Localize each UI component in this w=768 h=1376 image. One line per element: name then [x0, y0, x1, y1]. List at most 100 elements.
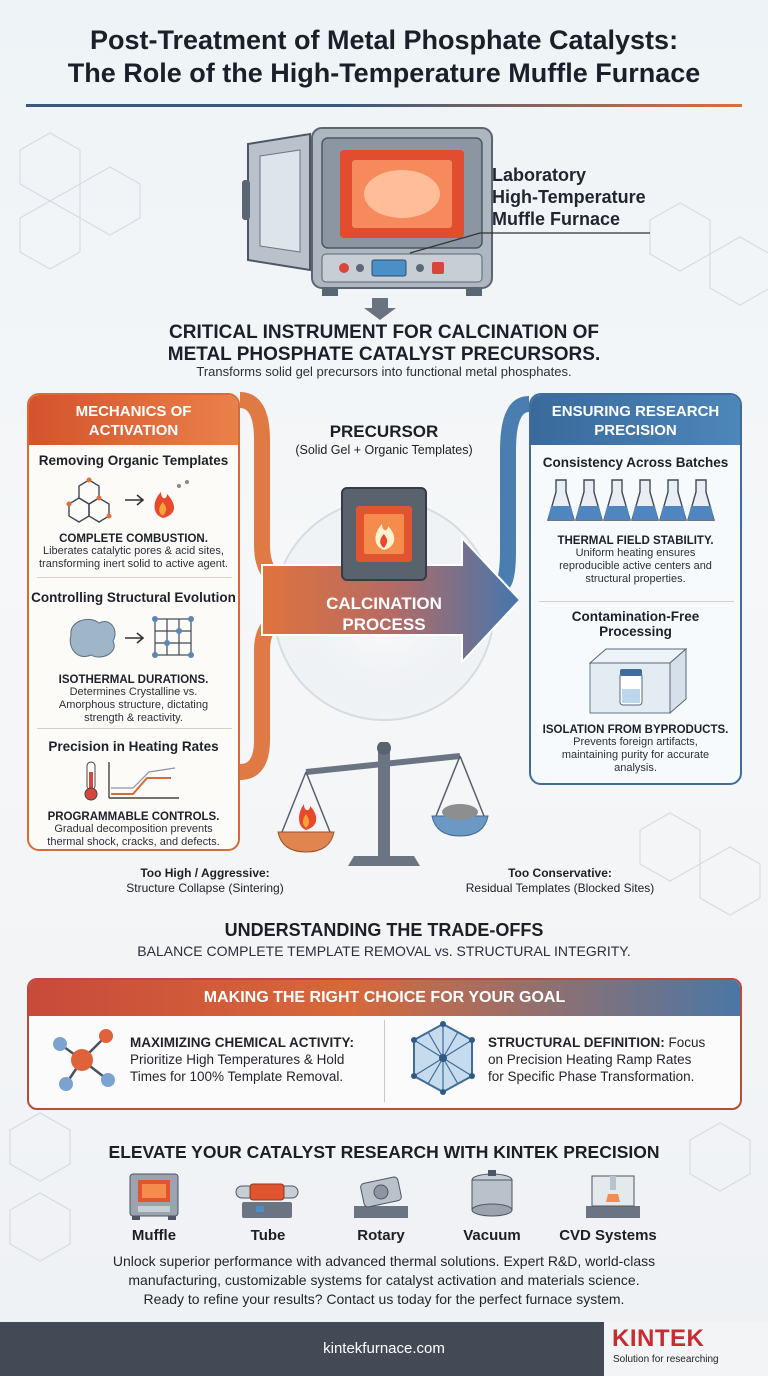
- goal-right-line-3: for Specific Phase Transformation.: [488, 1069, 695, 1084]
- molecule-icon: [53, 1029, 115, 1091]
- precision-header-line-1: ENSURING RESEARCH: [551, 403, 720, 420]
- calcination-flow-arrows: [239, 392, 531, 780]
- section-text-line-2: Amorphous structure, dictating: [58, 699, 209, 711]
- precision-header-line-2: PRECISION: [594, 422, 677, 439]
- section-title: Controlling Structural Evolution: [31, 590, 236, 605]
- crystal-lattice-icon: [411, 1021, 475, 1095]
- furnace-label-line-2: High-Temperature: [492, 187, 646, 207]
- section-text-line-3: analysis.: [614, 762, 657, 774]
- kintek-logo: [604, 1322, 768, 1376]
- section-divider: [539, 601, 734, 602]
- mechanics-header-line-2: ACTIVATION: [88, 422, 179, 439]
- goal-right-text: STRUCTURAL DEFINITION: Focus on Precisio…: [488, 1034, 728, 1085]
- section-text-line-3: structural properties.: [585, 573, 686, 585]
- section-title: Precision in Heating Rates: [48, 739, 219, 754]
- critical-instrument-heading: CRITICAL INSTRUMENT FOR CALCINATION OF M…: [60, 322, 708, 366]
- title-line-1: Post-Treatment of Metal Phosphate Cataly…: [89, 25, 679, 55]
- product-label-muffle: Muffle: [131, 1227, 177, 1244]
- scale-right-title: Too Conservative:: [508, 866, 612, 880]
- section-heating-rates: Precision in Heating Rates PROGRAMMABLE …: [29, 739, 238, 849]
- isolation-box-icon: [588, 647, 687, 715]
- section-strong: ISOLATION FROM BYPRODUCTS.: [542, 724, 729, 736]
- section-text-line-2: transforming inert solid to active agent…: [39, 558, 228, 570]
- section-text-line-1: Uniform heating ensures: [575, 547, 696, 559]
- goal-right-line-2: on Precision Heating Ramp Rates: [488, 1052, 692, 1067]
- goal-right-line-1-rest: Focus: [664, 1035, 706, 1050]
- promo-line-1: Unlock superior performance with advance…: [112, 1253, 656, 1269]
- goal-left-text: MAXIMIZING CHEMICAL ACTIVITY: Prioritize…: [130, 1034, 370, 1085]
- section-text-line-1: Gradual decomposition prevents: [54, 823, 213, 835]
- goal-left-strong: MAXIMIZING CHEMICAL ACTIVITY:: [130, 1035, 354, 1050]
- section-title-line-2: Processing: [599, 624, 672, 639]
- critical-subtitle: Transforms solid gel precursors into fun…: [196, 364, 572, 379]
- furnace-label-leader-line: [409, 232, 650, 254]
- calc-line-2: PROCESS: [342, 615, 426, 634]
- section-text-line-1: Determines Crystalline vs.: [69, 686, 198, 698]
- section-consistency-batches: Consistency Across Batches THERMAL FIELD…: [531, 455, 740, 586]
- cvd-system-icon: [586, 1175, 640, 1218]
- goal-divider: [384, 1020, 385, 1102]
- section-title: Removing Organic Templates: [38, 453, 229, 468]
- kintek-tagline: Solution for researching: [613, 1354, 719, 1365]
- tradeoffs-title: UNDERSTANDING THE TRADE-OFFS: [224, 920, 544, 940]
- kintek-logo-text: KINTEK: [612, 1325, 705, 1352]
- tradeoffs-subtitle: BALANCE COMPLETE TEMPLATE REMOVAL vs. ST…: [137, 943, 631, 959]
- title-line-2: The Role of the High-Temperature Muffle …: [67, 58, 701, 88]
- critical-line-1: CRITICAL INSTRUMENT FOR CALCINATION OF: [169, 322, 599, 343]
- thermometer-ramp-icon: [84, 761, 179, 801]
- section-text-line-2: maintaining purity for accurate: [561, 749, 710, 761]
- section-title: Consistency Across Batches: [542, 455, 729, 470]
- section-contamination-free: Contamination-Free Processing ISOLATION …: [531, 609, 740, 775]
- calc-line-1: CALCINATION: [326, 594, 442, 613]
- calcination-process-label: CALCINATION PROCESS: [296, 593, 472, 635]
- mechanics-header-line-1: MECHANICS OF: [75, 403, 192, 420]
- amorphous-to-crystalline-icon: [69, 616, 194, 658]
- furnace-label-line-3: Muffle Furnace: [492, 209, 621, 229]
- section-removing-templates: Removing Organic Templates COMPLETE COMB…: [29, 453, 238, 571]
- section-strong: ISOTHERMAL DURATIONS.: [58, 674, 209, 686]
- promo-text: Unlock superior performance with advance…: [40, 1252, 728, 1309]
- section-strong: PROGRAMMABLE CONTROLS.: [47, 811, 220, 823]
- goal-left-line-2: Prioritize High Temperatures & Hold: [130, 1052, 345, 1067]
- critical-line-2: METAL PHOSPHATE CATALYST PRECURSORS.: [167, 344, 601, 365]
- mini-furnace-icon: [341, 487, 427, 581]
- scale-left-title: Too High / Aggressive:: [140, 866, 270, 880]
- product-label-tube: Tube: [250, 1227, 286, 1244]
- promo-line-3: Ready to refine your results? Contact us…: [143, 1291, 625, 1307]
- muffle-furnace-illustration: [242, 127, 493, 320]
- section-text-line-2: reproducible active centers and: [559, 560, 712, 572]
- tube-furnace-icon: [235, 1183, 299, 1218]
- vacuum-furnace-icon: [471, 1170, 513, 1217]
- section-divider: [37, 577, 232, 578]
- ensuring-research-precision-card: ENSURING RESEARCH PRECISION Consistency …: [529, 393, 742, 785]
- rotary-furnace-icon: [354, 1176, 408, 1218]
- section-strong: COMPLETE COMBUSTION.: [59, 533, 208, 545]
- goal-right-strong: STRUCTURAL DEFINITION:: [488, 1035, 665, 1050]
- mechanics-of-activation-card: MECHANICS OF ACTIVATION Removing Organic…: [27, 393, 240, 851]
- elevate-title: ELEVATE YOUR CATALYST RESEARCH WITH KINT…: [108, 1142, 660, 1162]
- footer-website-link[interactable]: kintekfurnace.com: [323, 1340, 445, 1357]
- product-label-cvd-systems: CVD Systems: [559, 1227, 657, 1244]
- product-label-vacuum: Vacuum: [463, 1227, 521, 1244]
- goal-left-line-3: Times for 100% Template Removal.: [130, 1069, 344, 1084]
- molecule-combustion-icon: [66, 477, 189, 523]
- scale-left-subtitle: Structure Collapse (Sintering): [126, 881, 284, 895]
- title-divider: [26, 104, 742, 107]
- section-text-line-1: Prevents foreign artifacts,: [573, 736, 698, 748]
- product-label-rotary: Rotary: [357, 1227, 405, 1244]
- section-text-line-3: strength & reactivity.: [84, 712, 183, 724]
- precision-card-header: ENSURING RESEARCH PRECISION: [531, 395, 740, 445]
- furnace-label-line-1: Laboratory: [492, 165, 587, 185]
- section-divider: [37, 728, 232, 729]
- goal-header: MAKING THE RIGHT CHOICE FOR YOUR GOAL: [29, 980, 740, 1016]
- precursor-subtitle: (Solid Gel + Organic Templates): [295, 443, 473, 457]
- promo-line-2: manufacturing, customizable systems for …: [128, 1272, 640, 1288]
- flasks-icon: [546, 479, 715, 521]
- precursor-title: PRECURSOR: [329, 422, 439, 441]
- section-title-line-1: Contamination-Free: [571, 609, 700, 624]
- section-text-line-2: thermal shock, cracks, and defects.: [47, 836, 220, 848]
- section-strong: THERMAL FIELD STABILITY.: [557, 535, 714, 547]
- section-text-line-1: Liberates catalytic pores & acid sites,: [43, 545, 224, 557]
- scale-right-subtitle: Residual Templates (Blocked Sites): [465, 881, 655, 895]
- muffle-furnace-icon: [129, 1173, 179, 1220]
